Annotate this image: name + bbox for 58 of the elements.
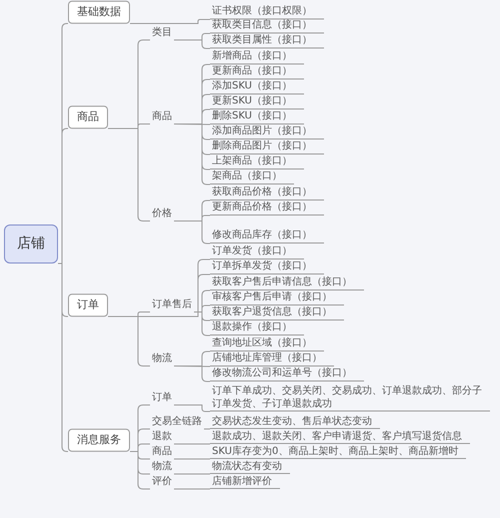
leaf-item: 获取客户退货信息（接口）: [210, 306, 344, 320]
leaf-item: 交易状态发生变动、售后单状态变动: [210, 415, 380, 429]
subtopic-label: 类目: [150, 26, 174, 40]
branch-line: [174, 488, 210, 490]
leaf-item: 删除SKU（接口）: [210, 110, 304, 124]
leaf-item: 物流状态有变动: [210, 460, 290, 474]
leaf-item: 新增商品（接口）: [210, 50, 304, 64]
subtopic-label: 物流: [150, 460, 174, 474]
subtopic-label: 物流: [150, 352, 174, 366]
branch-line: [58, 263, 68, 452]
leaf-item: 订单发货（接口）: [210, 244, 304, 260]
subtopic-label: 价格: [150, 207, 174, 221]
topic-box: 订单: [68, 294, 108, 316]
branch-line: [174, 458, 210, 460]
subtopic-label: 退款: [150, 430, 174, 444]
leaf-item: 架商品（接口）: [210, 170, 294, 184]
leaf-item: 证书权限（接口权限）: [210, 4, 324, 20]
leaf-item: 审核客户售后申请（接口）: [210, 290, 344, 306]
branch-line: [174, 404, 210, 412]
branch-line: [194, 312, 210, 336]
branch-line: [174, 40, 210, 49]
subtopic-label: 商品: [150, 445, 174, 459]
leaf-item: 店铺新增评价: [210, 475, 280, 489]
subtopic-label: 评价: [150, 475, 174, 489]
leaf-item: 更新商品（接口）: [210, 64, 304, 80]
leaf-item: 退款操作（接口）: [210, 320, 304, 336]
subtopic-label: 订单: [150, 391, 174, 405]
branch-line: [130, 19, 210, 24]
leaf-item: 店铺地址库管理（接口）: [210, 352, 334, 366]
leaf-item: 删除商品图片（接口）: [210, 140, 324, 154]
branch-line: [174, 124, 210, 185]
leaf-item: 获取类目属性（接口）: [210, 34, 324, 48]
subtopic-label: 交易全链路: [150, 415, 204, 429]
leaf-item: 退款成功、退款关闭、客户申请退货、客户填写退货信息: [210, 430, 470, 444]
subtopic-label: 订单售后: [150, 298, 194, 312]
leaf-item: 更新商品价格（接口）: [210, 200, 324, 216]
leaf-item: SKU库存变为0、商品上架时、商品上架时、商品新增时: [210, 445, 466, 459]
leaf-item: 上架商品（接口）: [210, 154, 304, 170]
leaf-item: 获取商品价格（接口）: [210, 186, 324, 200]
leaf-item: 获取类目信息（接口）: [210, 18, 324, 34]
branch-line: [174, 366, 210, 382]
leaf-item: 订单下单成功、交易关闭、交易成功、订单退款成功、部分子订单发货、子订单退款成功: [210, 384, 490, 412]
branch-line: [130, 451, 150, 490]
branch-line: [204, 428, 210, 430]
leaf-item: 获取客户售后申请信息（接口）: [210, 276, 364, 290]
root-topic-box: 店铺: [4, 224, 58, 264]
leaf-item: 修改商品库存（接口）: [210, 228, 324, 244]
subtopic-label: 商品: [150, 110, 174, 124]
leaf-item: 查询地址区域（接口）: [210, 336, 324, 352]
leaf-item: 添加商品图片（接口）: [210, 124, 324, 140]
branch-line: [174, 220, 210, 244]
topic-box: 商品: [68, 106, 108, 128]
topic-box: 消息服务: [68, 428, 130, 452]
leaf-item: 订单拆单发货（接口）: [210, 260, 324, 274]
leaf-item: 修改物流公司和运单号（接口）: [210, 366, 364, 382]
topic-box: 基础数据: [68, 0, 130, 24]
leaf-item: 更新SKU（接口）: [210, 94, 304, 110]
leaf-item: 添加SKU（接口）: [210, 80, 304, 94]
